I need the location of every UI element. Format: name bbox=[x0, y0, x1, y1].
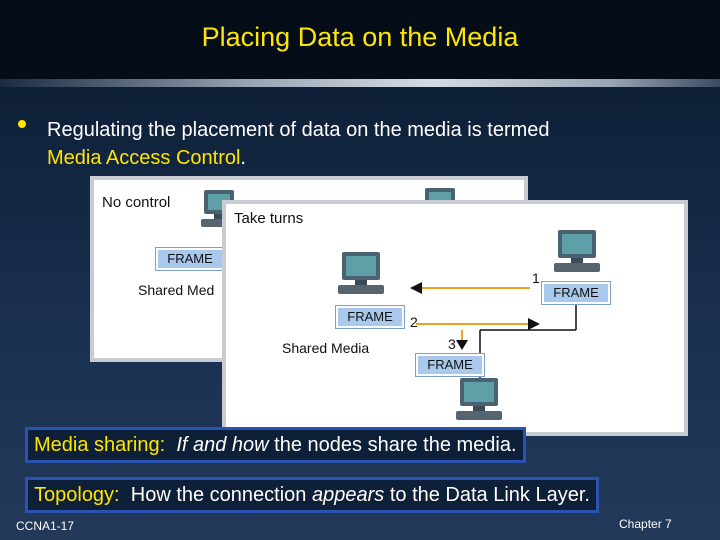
step-number-1: 1 bbox=[532, 270, 540, 286]
computer-icon bbox=[554, 230, 600, 272]
media-sharing-term: Media sharing: bbox=[34, 434, 166, 456]
bullet-highlight: Media Access Control bbox=[47, 147, 241, 169]
frame-label: FRAME bbox=[336, 306, 404, 328]
take-turns-label: Take turns bbox=[234, 210, 304, 227]
bullet-body: Regulating the placement of data on the … bbox=[47, 119, 550, 141]
frame-label: FRAME bbox=[542, 282, 610, 304]
computer-icon bbox=[338, 252, 384, 294]
title-bar bbox=[0, 0, 720, 80]
bullet-text: Regulating the placement of data on the … bbox=[47, 116, 687, 172]
topology-text-2: to the Data Link Layer. bbox=[389, 484, 590, 506]
arrow-left-icon bbox=[410, 282, 422, 294]
frame-label: FRAME bbox=[416, 354, 484, 376]
topology-text-1: How the connection bbox=[130, 484, 307, 506]
bullet-point-icon bbox=[18, 120, 26, 128]
slide-title: Placing Data on the Media bbox=[201, 22, 519, 52]
footer-chapter: Chapter 7 bbox=[619, 517, 672, 531]
frame-label: FRAME bbox=[156, 248, 224, 270]
computer-icon bbox=[456, 378, 502, 420]
step-number-3: 3 bbox=[448, 336, 456, 352]
media-sharing-text: the nodes share the media. bbox=[274, 434, 517, 456]
media-sharing-emphasis: If and how bbox=[176, 434, 269, 456]
arrow-down-icon bbox=[456, 340, 468, 350]
title-divider bbox=[0, 79, 720, 87]
shared-media-label: Shared Med bbox=[138, 282, 215, 298]
take-turns-panel: Take turns FRAME FRAME FRAME 1 2 3 Share… bbox=[222, 200, 688, 436]
bullet-end: . bbox=[240, 147, 246, 169]
arrow-right-icon bbox=[528, 318, 540, 330]
shared-media-label: Shared Media bbox=[282, 340, 370, 356]
topology-term: Topology: bbox=[34, 484, 120, 506]
step-number-2: 2 bbox=[410, 314, 418, 330]
media-sharing-callout: Media sharing: If and how the nodes shar… bbox=[25, 427, 526, 463]
no-control-label: No control bbox=[102, 194, 171, 211]
topology-callout: Topology: How the connection appears to … bbox=[25, 477, 599, 513]
topology-emphasis: appears bbox=[311, 484, 385, 506]
footer-course-code: CCNA1-17 bbox=[16, 519, 75, 533]
